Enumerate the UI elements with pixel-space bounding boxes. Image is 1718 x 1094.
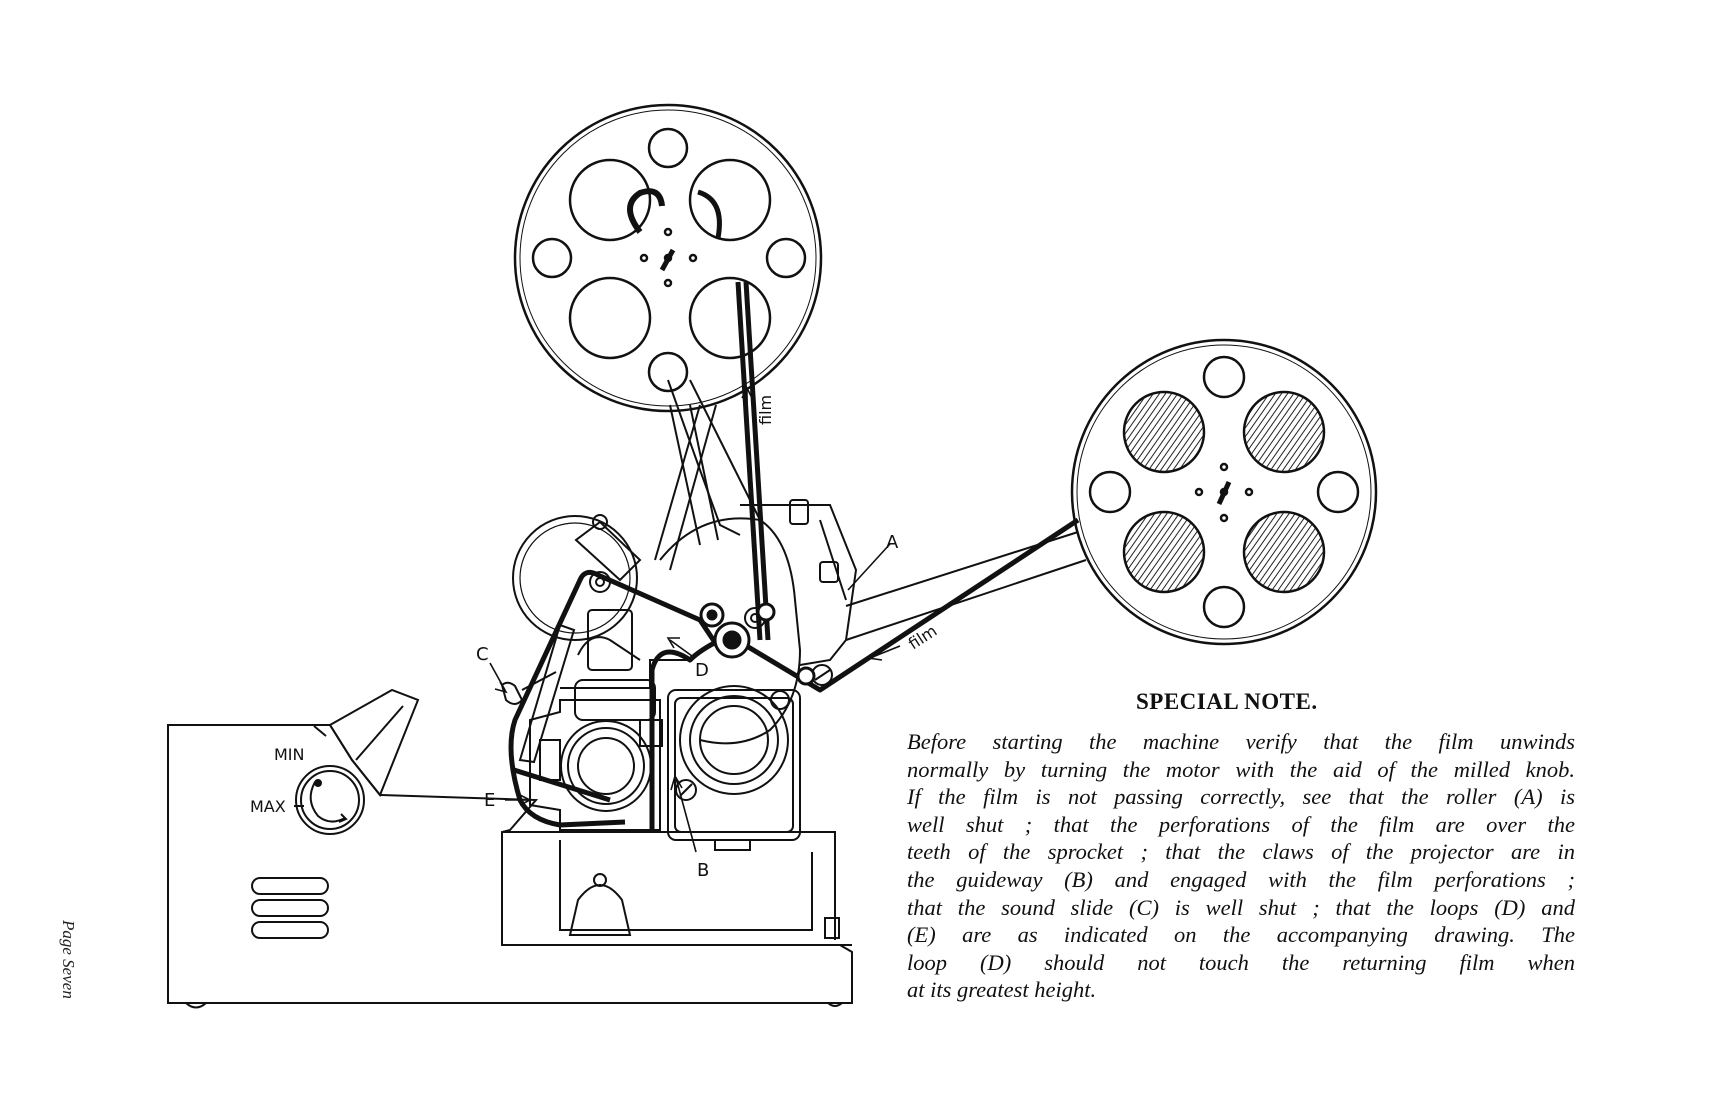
note-line: Before starting the machine verify that … xyxy=(907,729,1575,754)
callout-arrows xyxy=(489,386,901,853)
label-a: A xyxy=(886,532,899,553)
take-up-reel xyxy=(1070,338,1378,646)
label-b: B xyxy=(697,860,709,881)
label-film-upper: film xyxy=(756,395,775,425)
gate-right xyxy=(667,685,801,851)
speed-knob xyxy=(294,725,365,835)
film-path xyxy=(508,281,1080,830)
film-rollers xyxy=(699,602,816,686)
note-line: loop (D) should not touch the returning … xyxy=(907,949,1575,975)
note-line: well shut ; that the perforations of the… xyxy=(907,811,1575,837)
label-e: E xyxy=(484,790,495,811)
note-line: at its greatest height. xyxy=(907,977,1097,1003)
note-body: Before starting the machine verify that … xyxy=(907,728,1575,1004)
projector-mechanism xyxy=(512,499,858,745)
page-number: Page Seven xyxy=(59,920,78,999)
label-film-right: film xyxy=(905,621,941,653)
note-line: the guideway (B) and engaged with the fi… xyxy=(907,866,1575,892)
label-min: MIN xyxy=(274,745,305,764)
note-line: that the sound slide (C) is well shut ; … xyxy=(907,894,1575,920)
label-d: D xyxy=(695,660,709,681)
note-title: SPECIAL NOTE. xyxy=(1136,689,1318,714)
projector-base xyxy=(167,688,853,1009)
take-up-arm xyxy=(819,519,1087,641)
upper-reel xyxy=(513,103,823,413)
note-line: teeth of the sprocket ; that the claws o… xyxy=(907,839,1575,865)
label-c: C xyxy=(476,644,489,665)
note-line: normally by turning the motor with the a… xyxy=(907,756,1575,782)
note-line: (E) are as indicated on the accompanying… xyxy=(907,922,1575,948)
label-max: MAX xyxy=(250,797,286,816)
note-line: If the film is not passing correctly, se… xyxy=(907,784,1575,810)
